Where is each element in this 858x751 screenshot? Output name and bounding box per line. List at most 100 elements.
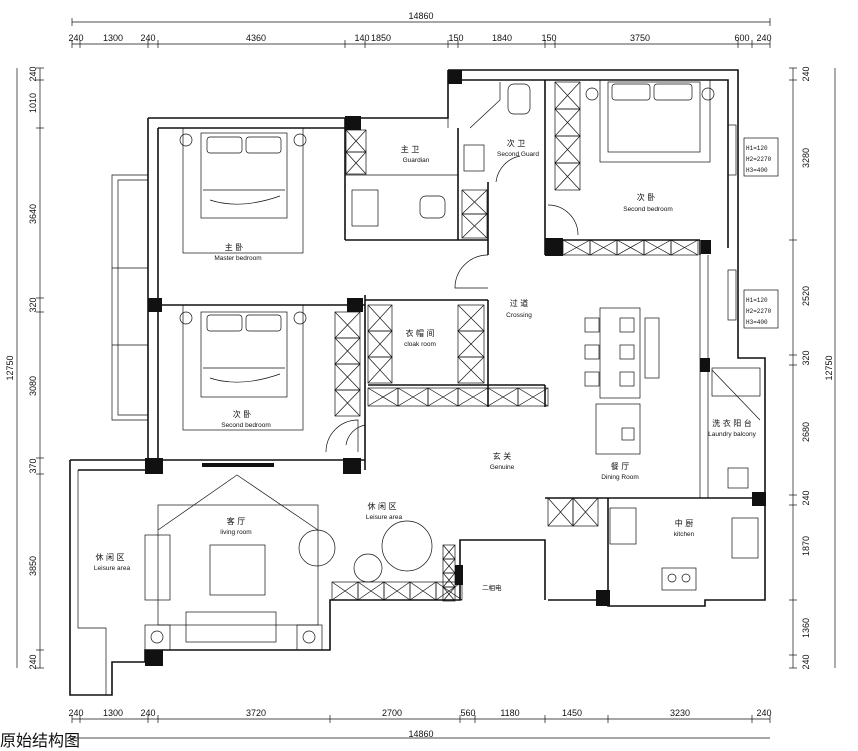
- top-segment-dim: 3750: [630, 33, 650, 43]
- laundry-label-en: Laundry balcony: [708, 431, 756, 438]
- bottom-segment-dim: 1450: [562, 708, 582, 718]
- right-segment-dim: 3280: [801, 148, 811, 168]
- right-total-dim: 12750: [824, 355, 834, 380]
- cabinet-unit: [572, 497, 599, 527]
- furniture: [144, 79, 761, 651]
- cabinet-hatch: [554, 135, 581, 164]
- cabinet-hatch: [367, 356, 393, 384]
- bottom-total-dim: 14860: [408, 729, 433, 739]
- master-bedroom-label-en: Master bedroom: [214, 255, 261, 262]
- right-segment-dim: 2680: [801, 422, 811, 442]
- top-segment-dim: 600: [734, 33, 749, 43]
- master-bedroom-label: 主 卧: [225, 242, 244, 252]
- top-segment-dim: 240: [68, 33, 83, 43]
- living-label-en: living room: [220, 529, 251, 536]
- genuine-label-en: Genuine: [490, 464, 515, 471]
- window-spec-lower: H1=120 H2=2270 H3=400: [743, 289, 779, 329]
- cabinet-hatch: [457, 356, 485, 384]
- cabinet-hatch: [427, 387, 459, 407]
- cabinet-hatch: [435, 581, 463, 601]
- top-total-dim: 14860: [408, 11, 433, 21]
- top-segment-dim: 150: [541, 33, 556, 43]
- top-segment-dim: 240: [140, 33, 155, 43]
- cabinet-hatch: [334, 337, 361, 365]
- cabinet-hatch: [461, 189, 488, 215]
- right-segment-dim: 1870: [801, 536, 811, 556]
- left-segment-dim: 1010: [28, 93, 38, 113]
- cabinet-unit: [517, 387, 549, 407]
- spec-lower-3: H3=400: [746, 319, 768, 326]
- leisure-center-label: 休 闲 区: [367, 501, 396, 511]
- cabinet-hatch: [345, 129, 367, 153]
- left-segment-dim: 370: [28, 458, 38, 473]
- right-segment-dim: 2520: [801, 286, 811, 306]
- cabinet-unit: [334, 389, 361, 417]
- cabinet-hatch: [383, 581, 411, 601]
- cabinet-hatch: [554, 162, 581, 191]
- second-bath-label: 次 卫: [507, 138, 526, 148]
- cabinet-unit: [461, 213, 488, 239]
- top-segment-dim: 4360: [246, 33, 266, 43]
- cabinet-hatch: [397, 387, 429, 407]
- living-label: 客 厅: [227, 516, 246, 526]
- cabinet-hatch: [442, 558, 456, 574]
- cabinet-hatch: [572, 497, 599, 527]
- cabinet-hatch: [643, 239, 672, 256]
- leisure-center-label-en: Leisure area: [366, 514, 403, 521]
- left-segment-dim: 3850: [28, 556, 38, 576]
- spec-upper-2: H2=2270: [746, 156, 772, 163]
- top-segment-dim: 1300: [103, 33, 123, 43]
- master-bath-label: 主 卫: [401, 144, 420, 154]
- left-segment-dim: 240: [28, 654, 38, 669]
- spec-upper-3: H3=400: [746, 167, 768, 174]
- cabinet-hatch: [367, 304, 393, 332]
- leisure-west-label-en: Leisure area: [94, 565, 131, 572]
- laundry-label: 洗 衣 阳 台: [712, 418, 752, 428]
- left-segment-dim: 3640: [28, 204, 38, 224]
- cabinet-hatch: [547, 497, 574, 527]
- second-bath-label-en: Second Guard: [497, 151, 539, 158]
- bottom-segment-dim: 240: [140, 708, 155, 718]
- drawing-caption: 原始结构图: [0, 731, 81, 750]
- crossing-label: 过 道: [510, 298, 529, 308]
- spec-lower-1: H1=120: [746, 297, 768, 304]
- master-bath-label-en: Guardian: [403, 157, 430, 164]
- room-labels: 主 卫 Guardian 次 卫 Second Guard 次 卧 Second…: [94, 138, 757, 592]
- bottom-segment-dim: 2700: [382, 708, 402, 718]
- top-segment-dim: 150: [448, 33, 463, 43]
- window-spec-upper: H1=120 H2=2270 H3=400: [743, 137, 779, 177]
- cabinet-hatch: [457, 304, 485, 332]
- bottom-segment-dim: 3230: [670, 708, 690, 718]
- second-bedroom-ne-label: 次 卧: [637, 192, 656, 202]
- doors: [325, 155, 579, 453]
- leisure-west-label: 休 闲 区: [95, 552, 124, 562]
- top-segment-dim: 140: [354, 33, 369, 43]
- left-segment-dim: 3080: [28, 376, 38, 396]
- bottom-segment-dim: 560: [460, 708, 475, 718]
- bottom-segment-dim: 1180: [500, 708, 519, 718]
- left-total-dim: 12750: [5, 355, 15, 380]
- spec-lower-2: H2=2270: [746, 308, 772, 315]
- second-bedroom-ne-label-en: Second bedroom: [623, 206, 673, 213]
- cabinet-hatch: [442, 544, 456, 560]
- cabinet-hatch: [562, 239, 591, 256]
- cabinets: [331, 81, 699, 602]
- crossing-label-en: Crossing: [506, 312, 532, 319]
- cabinet-hatch: [331, 581, 359, 601]
- dining-label: 餐 厅: [611, 462, 630, 471]
- bottom-segment-dim: 1300: [103, 708, 123, 718]
- left-segment-dim: 240: [28, 66, 38, 81]
- cabinet-unit: [670, 239, 699, 256]
- cloak-room-label: 衣 帽 间: [405, 328, 434, 338]
- bottom-segment-dim: 240: [756, 708, 771, 718]
- kitchen-label: 中 厨: [675, 518, 694, 528]
- kitchen-label-en: kitchen: [674, 531, 695, 538]
- right-segment-dim: 240: [801, 654, 811, 669]
- dining-label-en: Dining Room: [601, 474, 639, 481]
- second-bedroom-w-label: 次 卧: [233, 409, 252, 419]
